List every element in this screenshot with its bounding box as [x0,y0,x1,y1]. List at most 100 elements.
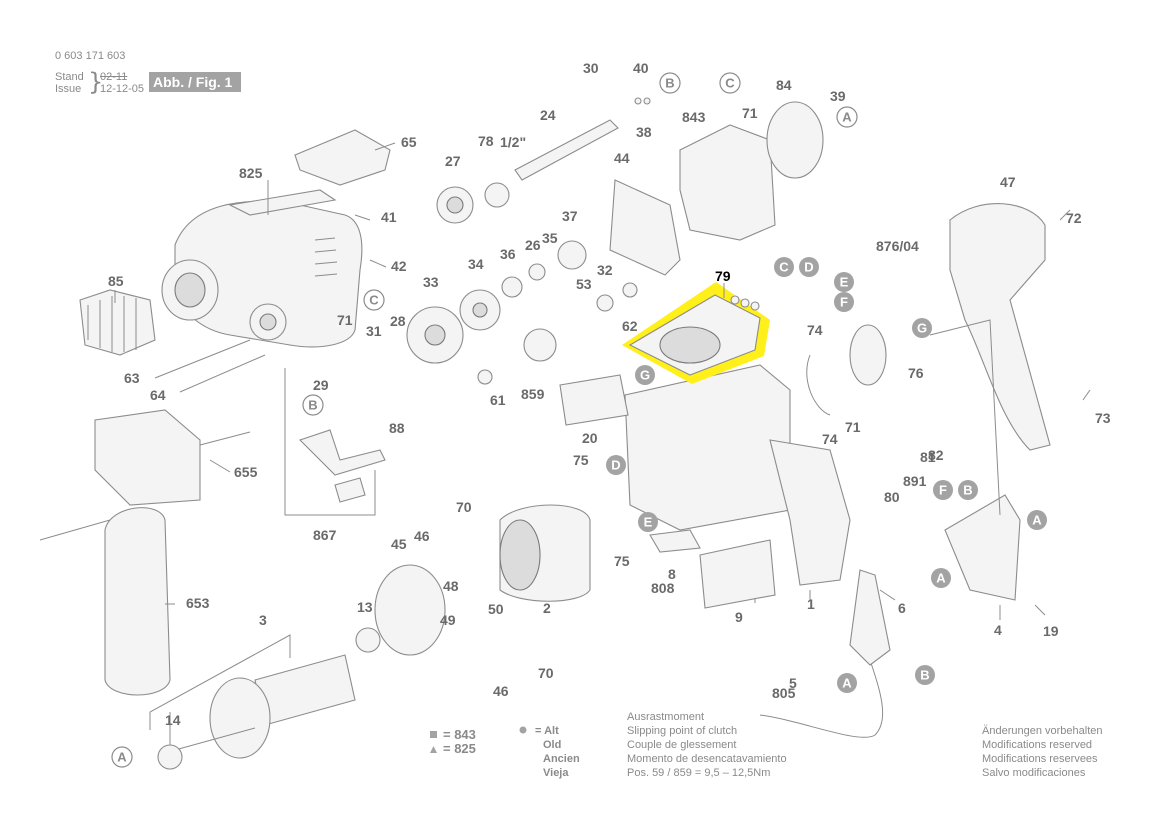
part-label-51[interactable]: 867 [313,527,337,543]
modifications-line-3: Salvo modificaciones [982,767,1086,779]
part-label-43[interactable]: 74 [822,431,838,447]
part-label-17[interactable]: 26 [525,237,541,253]
label-8-drawing [649,529,701,553]
part-label-22[interactable]: 42 [391,258,407,274]
part-label-15[interactable]: 37 [562,208,578,224]
legend-square-text: = 843 [443,727,476,742]
part-label-62[interactable]: 9 [735,609,743,625]
part-label-63[interactable]: 1 [807,596,815,612]
part-label-20[interactable]: 72 [1066,210,1082,226]
circle-ref-a-15: A [1027,510,1047,530]
part-label-34[interactable]: 29 [313,377,329,393]
part-label-32[interactable]: 74 [807,322,823,338]
part-label-29[interactable]: 31 [366,323,382,339]
part-label-56[interactable]: 808 [651,580,675,596]
part-label-58[interactable]: 48 [443,578,459,594]
plate-45-drawing [374,564,446,656]
part-label-38[interactable]: 76 [908,365,924,381]
part-label-65[interactable]: 4 [994,622,1002,638]
part-label-36[interactable]: 61 [490,392,506,408]
part-label-40[interactable]: 20 [582,430,598,446]
part-label-35[interactable]: 64 [150,387,166,403]
circle-ref-a-16: A [931,568,951,588]
part-label-7[interactable]: 39 [830,88,846,104]
screw-drawings [154,339,266,393]
part-label-47[interactable]: 75 [573,452,589,468]
circle-ref-b-9: B [302,394,324,416]
part-label-18[interactable]: 35 [542,230,558,246]
part-label-4[interactable]: 843 [682,109,706,125]
part-label-31[interactable]: 62 [622,318,638,334]
part-label-8[interactable]: 65 [401,134,417,150]
part-label-6[interactable]: 84 [776,77,792,93]
circle-ref-marker [635,365,655,385]
part-label-27[interactable]: 85 [108,273,124,289]
part-label-70[interactable]: 46 [493,683,509,699]
part-label-13[interactable]: 825 [239,165,263,181]
circle-ref-letter: E [644,515,653,530]
part-label-24[interactable]: 34 [468,256,484,272]
part-label-33[interactable]: 63 [124,370,140,386]
part-label-64[interactable]: 6 [898,600,906,616]
circle-ref-f-13: F [933,480,953,500]
part-label-41[interactable]: 88 [389,420,405,436]
part-label-73[interactable]: 14 [165,712,181,728]
part-label-10[interactable]: 78 [478,133,494,149]
part-label-44[interactable]: 71 [845,419,861,435]
circle-ref-letter: D [804,260,813,275]
part-label-3[interactable]: 38 [636,124,652,140]
part-label-2[interactable]: 24 [540,107,556,123]
armature-drawing [174,654,356,759]
part-label-0[interactable]: 30 [583,60,599,76]
part-label-5[interactable]: 71 [742,105,758,121]
part-label-16[interactable]: 36 [500,246,516,262]
part-label-48[interactable]: 891 [903,473,927,489]
highlighted-part-79[interactable] [622,282,770,384]
part-label-59[interactable]: 50 [488,601,504,617]
part-label-54[interactable]: 75 [614,553,630,569]
part-label-68[interactable]: 13 [357,599,373,615]
part-label-57[interactable]: 653 [186,595,210,611]
part-label-30[interactable]: 28 [390,313,406,329]
part-label-55[interactable]: 8 [668,566,676,582]
part-label-49[interactable]: 80 [884,489,900,505]
square-marker-icon [430,731,437,738]
part-label-26[interactable]: 32 [597,262,613,278]
part-label-66[interactable]: 19 [1043,623,1059,639]
part-label-23[interactable]: 33 [423,274,439,290]
part-label-21[interactable]: 876/04 [876,238,919,254]
part-label-25[interactable]: 53 [576,276,592,292]
part-label-69[interactable]: 70 [538,665,554,681]
circle-ref-b-14: B [958,480,978,500]
part-label-19[interactable]: 47 [1000,174,1016,190]
part-label-72[interactable]: 805 [772,685,796,701]
circle-ref-e-5: E [834,272,854,292]
circle-ref-letter: C [725,76,735,91]
part-label-71[interactable]: 5 [789,675,797,691]
part-label-50[interactable]: 70 [456,499,472,515]
part-label-39[interactable]: 73 [1095,410,1111,426]
part-label-52[interactable]: 46 [414,528,430,544]
part-label-61[interactable]: 2 [543,600,551,616]
part-label-79[interactable]: 79 [715,268,731,284]
part-label-45[interactable]: 82 [928,447,944,463]
part-label-11[interactable]: 1/2" [500,134,526,150]
part-label-60[interactable]: 49 [440,612,456,628]
part-label-67[interactable]: 3 [259,612,267,628]
part-label-37[interactable]: 859 [521,386,545,402]
part-label-42[interactable]: 655 [234,464,258,480]
part-label-9[interactable]: 27 [445,153,461,169]
part-label-28[interactable]: 71 [337,312,353,328]
modifications-line-0: Änderungen vorbehalten [982,725,1102,737]
circle-ref-g-8: G [635,365,655,385]
bracket-3-drawing [149,634,291,730]
part-label-12[interactable]: 44 [614,150,630,166]
modifications-line-1: Modifications reserved [982,739,1092,751]
circle-ref-marker [774,257,794,277]
part-label-1[interactable]: 40 [633,60,649,76]
part-label-53[interactable]: 45 [391,536,407,552]
part-label-46[interactable]: 81 [920,449,936,465]
legend: = 843 = 825 = Alt Old Ancien Vieja [430,725,580,779]
part-label-14[interactable]: 41 [381,209,397,225]
